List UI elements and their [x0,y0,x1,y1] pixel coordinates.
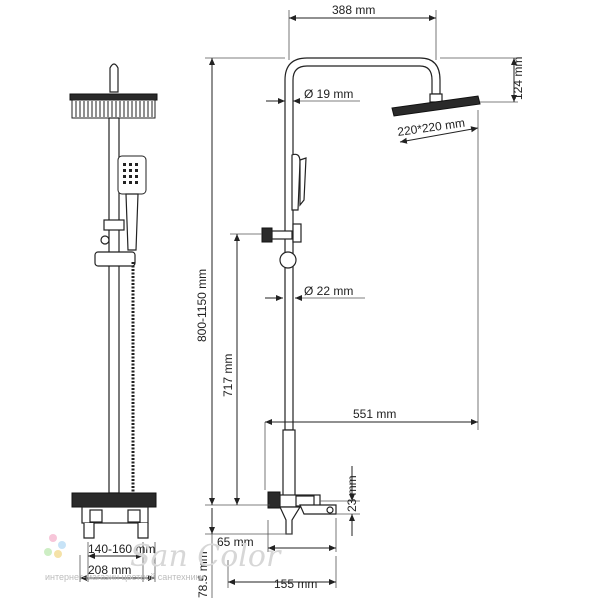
front-hand-shower [117,155,147,251]
mixer-height-label: 717 mm [221,354,235,397]
mixer-depth-label: 155 mm [274,577,317,591]
watermark-tagline: интернет-магазин цветной сантехники [45,572,205,582]
mixer-offset-label: 23 mm [345,475,359,512]
side-view: 388 mm 124 mm Ø 19 mm 220*220 mm Ø 22 mm… [195,3,525,598]
watermark-dot-icon [44,548,52,556]
upper-pipe-diameter-label: Ø 19 mm [304,87,353,101]
lower-pipe-diameter-label: Ø 22 mm [304,284,353,298]
side-arm-pipe [284,57,441,431]
side-mixer [267,491,337,535]
watermark-dot-icon [54,550,62,558]
side-slide-holder [261,223,302,269]
front-slide-holder [94,219,136,267]
top-arm-stub [109,63,119,93]
side-lower-riser [282,429,296,501]
side-reach-label: 551 mm [353,407,396,421]
connection-spacing-label: 140-160 mm [88,542,155,556]
front-mixer [71,492,157,539]
mixer-width-label: 208 mm [88,563,131,577]
side-hand-shower [291,153,307,211]
side-shower-head [391,93,481,117]
head-size-label: 220*220 mm [396,116,465,139]
arm-width-label: 388 mm [332,3,375,17]
watermark-dot-icon [58,541,66,549]
watermark-dot-icon [49,534,57,542]
front-view: 140-160 mm 208 mm [69,63,158,582]
spout-height-label: 78.5 mm [196,551,210,598]
watermark-brand: San Color [130,539,282,574]
front-dimensions: 140-160 mm 208 mm [79,542,156,582]
front-shower-head [69,93,158,119]
head-height-label: 124 mm [511,57,525,100]
spout-length-label: 65 mm [217,535,254,549]
total-height-label: 800-1150 mm [195,269,209,342]
watermark: San Color интернет-магазин цветной санте… [44,534,282,582]
